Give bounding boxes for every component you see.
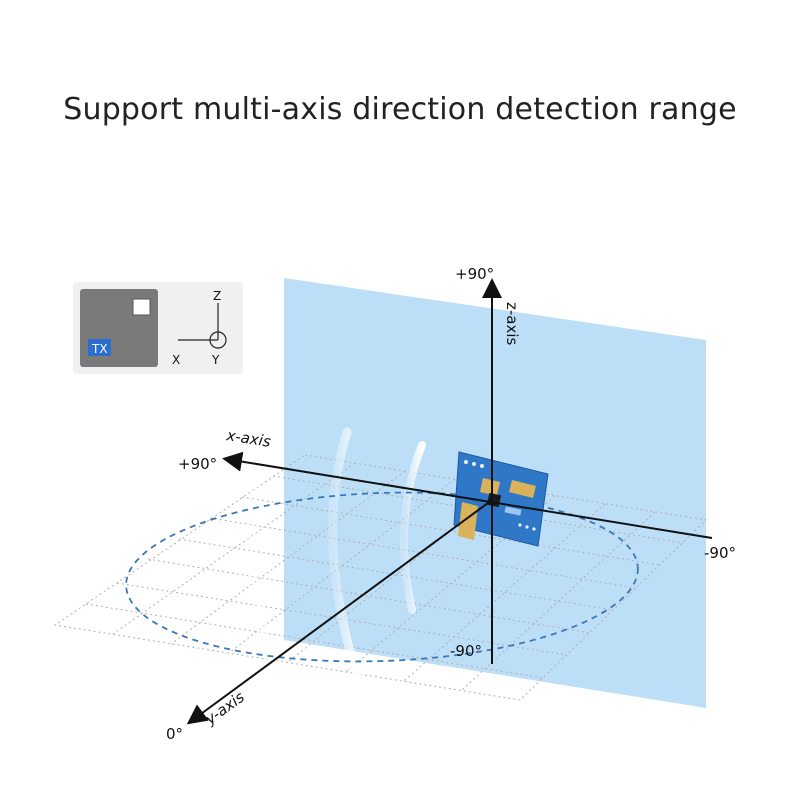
tx-label: TX [91,342,108,356]
legend-z-label: Z [213,289,221,303]
x-left-value: +90° [178,455,217,473]
legend-y-circle [209,331,227,349]
tx-badge [88,339,111,356]
chip-square [132,298,151,316]
y-axis-label: y-axis [201,688,248,729]
x-axis-label: x-axis [224,426,272,451]
page-title: Support multi-axis direction detection r… [63,92,737,127]
legend-y-label: Y [211,353,220,367]
legend-x-label: X [172,353,180,367]
orientation-legend: TX Z X Y [73,282,243,374]
x-axis-line [222,451,713,539]
y-front-value: 0° [166,725,183,743]
x-right-value: -90° [704,544,736,562]
z-axis-label: z-axis [503,302,521,346]
horizontal-detection-range [125,491,639,663]
y-axis-line [186,499,493,725]
radar-sensor-module [453,451,549,547]
z-bottom-value: -90° [450,642,482,660]
z-top-value: +90° [455,265,494,283]
signal-waves [245,427,426,695]
